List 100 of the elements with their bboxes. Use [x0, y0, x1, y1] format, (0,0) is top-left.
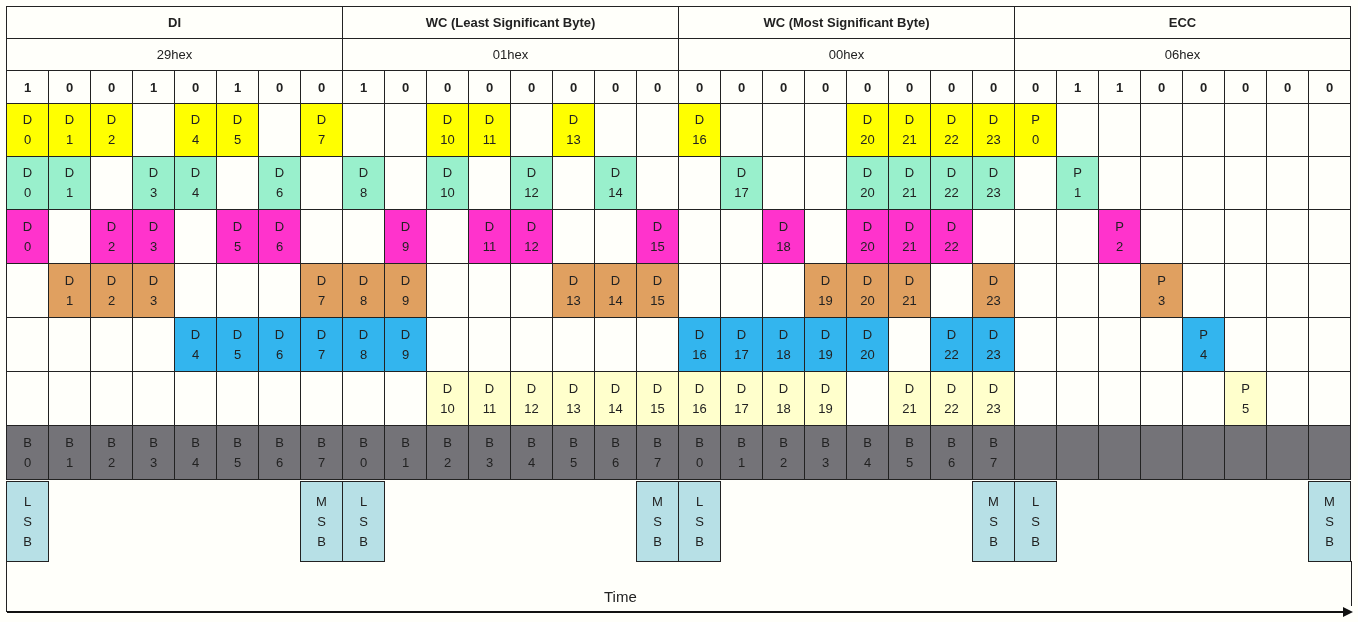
bit-value: 0: [1199, 79, 1208, 95]
parity-bit-cell: D 20: [846, 317, 889, 372]
parity-bit-cell: D 20: [846, 209, 889, 264]
parity-bit-cell: D 21: [888, 156, 931, 210]
hex-value: 06hex: [1164, 47, 1201, 62]
bit-value: 0: [779, 79, 788, 95]
parity-bit-cell: D 7: [300, 317, 343, 372]
bit-value: 0: [1157, 79, 1166, 95]
parity-bit-cell: D 0: [6, 156, 49, 210]
bit-order-cell: L S B: [342, 481, 385, 562]
byte-bit-cell: B 2: [762, 425, 805, 480]
parity-bit-cell: P 3: [1140, 263, 1183, 318]
bit-order-cell: L S B: [678, 481, 721, 562]
parity-bit-cell: D 15: [636, 371, 679, 426]
parity-bit-cell: D 23: [972, 103, 1015, 157]
parity-bit-cell: D 14: [594, 156, 637, 210]
byte-bit-cell: B 0: [6, 425, 49, 480]
parity-bit-cell: D 4: [174, 103, 217, 157]
byte-bit-cell: B 4: [510, 425, 553, 480]
parity-bit-cell: D 11: [468, 371, 511, 426]
parity-bit-cell: D 2: [90, 263, 133, 318]
byte-bit-cell: B 0: [678, 425, 721, 480]
parity-bit-cell: D 3: [132, 156, 175, 210]
bit-order-cell: M S B: [300, 481, 343, 562]
parity-bit-cell: D 14: [594, 263, 637, 318]
parity-bit-cell: D 7: [300, 263, 343, 318]
byte-bit-cell: B 6: [258, 425, 301, 480]
parity-bit-cell: D 17: [720, 156, 763, 210]
parity-bit-cell: P 1: [1056, 156, 1099, 210]
parity-bit-cell: D 15: [636, 263, 679, 318]
parity-bit-cell: D 4: [174, 156, 217, 210]
parity-bit-cell: D 8: [342, 317, 385, 372]
byte-bit-cell: B 5: [216, 425, 259, 480]
bit-value: 0: [1325, 79, 1334, 95]
bit-order-cell: L S B: [6, 481, 49, 562]
bit-value: 0: [947, 79, 956, 95]
parity-bit-cell: D 23: [972, 263, 1015, 318]
field-heading: WC (Most Significant Byte): [763, 15, 930, 30]
bit-value: 1: [359, 79, 368, 95]
parity-bit-cell: P 4: [1182, 317, 1225, 372]
parity-bit-cell: D 4: [174, 317, 217, 372]
parity-bit-cell: D 13: [552, 263, 595, 318]
byte-bit-cell: B 0: [342, 425, 385, 480]
parity-bit-cell: D 10: [426, 103, 469, 157]
byte-bit-cell: B 3: [804, 425, 847, 480]
parity-bit-cell: D 12: [510, 371, 553, 426]
bit-value: 0: [107, 79, 116, 95]
bit-order-cell: M S B: [636, 481, 679, 562]
bit-value: 0: [401, 79, 410, 95]
bit-value: 0: [905, 79, 914, 95]
parity-bit-cell: D 22: [930, 156, 973, 210]
bit-value: 0: [191, 79, 200, 95]
parity-bit-cell: D 8: [342, 263, 385, 318]
byte-bit-cell: B 5: [552, 425, 595, 480]
parity-bit-cell: D 23: [972, 317, 1015, 372]
parity-bit-cell: D 22: [930, 103, 973, 157]
parity-bit-cell: D 0: [6, 103, 49, 157]
byte-bit-cell: B 7: [972, 425, 1015, 480]
bit-value: 0: [821, 79, 830, 95]
parity-bit-cell: D 10: [426, 156, 469, 210]
parity-bit-cell: D 22: [930, 317, 973, 372]
parity-bit-cell: D 2: [90, 103, 133, 157]
parity-bit-cell: D 18: [762, 317, 805, 372]
parity-bit-cell: D 20: [846, 103, 889, 157]
byte-bit-cell: B 6: [594, 425, 637, 480]
parity-bit-cell: D 0: [6, 209, 49, 264]
parity-bit-cell: D 18: [762, 209, 805, 264]
bit-value: 1: [149, 79, 158, 95]
parity-bit-cell: D 6: [258, 209, 301, 264]
parity-bit-cell: D 5: [216, 103, 259, 157]
bit-value: 0: [485, 79, 494, 95]
bit-value: 0: [275, 79, 284, 95]
byte-bit-cell: B 2: [90, 425, 133, 480]
bit-value: 0: [695, 79, 704, 95]
parity-bit-cell: D 1: [48, 156, 91, 210]
parity-bit-cell: D 9: [384, 263, 427, 318]
parity-bit-cell: D 22: [930, 209, 973, 264]
parity-bit-cell: D 16: [678, 371, 721, 426]
parity-bit-cell: P 0: [1014, 103, 1057, 157]
parity-bit-cell: D 23: [972, 371, 1015, 426]
parity-bit-cell: D 6: [258, 156, 301, 210]
parity-bit-cell: D 16: [678, 103, 721, 157]
parity-bit-cell: D 12: [510, 209, 553, 264]
parity-bit-cell: D 21: [888, 209, 931, 264]
parity-bit-cell: D 10: [426, 371, 469, 426]
bit-value: 0: [569, 79, 578, 95]
parity-bit-cell: D 9: [384, 317, 427, 372]
byte-bit-cell: B 7: [300, 425, 343, 480]
parity-bit-cell: D 3: [132, 209, 175, 264]
parity-bit-cell: D 21: [888, 103, 931, 157]
byte-bit-cell: B 2: [426, 425, 469, 480]
parity-bit-cell: D 23: [972, 156, 1015, 210]
byte-bit-cell: B 1: [48, 425, 91, 480]
bit-value: 0: [863, 79, 872, 95]
parity-bit-cell: D 2: [90, 209, 133, 264]
parity-bit-cell: D 3: [132, 263, 175, 318]
bit-value: 1: [233, 79, 242, 95]
byte-bit-cell: B 3: [132, 425, 175, 480]
parity-bit-cell: D 22: [930, 371, 973, 426]
parity-bit-cell: D 6: [258, 317, 301, 372]
